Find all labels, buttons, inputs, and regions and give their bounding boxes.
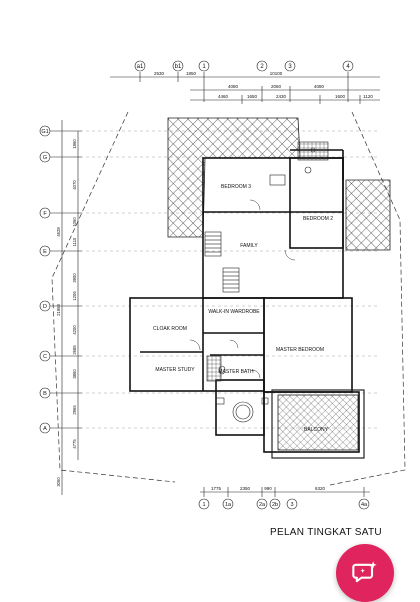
svg-text:F: F [43,211,47,217]
svg-text:1850: 1850 [186,71,197,76]
svg-text:1050: 1050 [72,217,77,227]
grid-top-3: 3 [288,64,292,70]
svg-text:1775: 1775 [211,486,222,491]
grid-top-b1: b1 [175,64,182,70]
balcony-floor [277,394,359,451]
grid-lines [50,130,380,429]
svg-text:21958: 21958 [56,304,61,316]
bottom-dimension-texts: 1775 2350 990 6320 [211,486,326,491]
room-labels: BEDROOM 3 BEDROOM 2 FAMILY WALK-IN WARDR… [153,184,333,433]
grid-bubbles-top: a1 b1 1 2 3 4 [134,60,354,72]
balcony-outline [271,389,365,459]
svg-text:4070: 4070 [72,180,77,190]
chat-sparkle-icon [352,561,377,583]
bath-fixtures-bottom [206,355,269,423]
svg-text:1a: 1a [225,502,232,508]
svg-text:4775: 4775 [72,439,77,449]
left-dimension-texts: 1860 4070 1050 1110 3900 1206 4200 2685 … [56,139,77,487]
svg-text:4a: 4a [361,502,368,508]
svg-text:2060: 2060 [271,84,282,89]
top-dimension-texts: 2530 1850 10100 4080 2060 4080 4460 1650… [154,71,373,99]
bathroom-fixtures-top [269,141,329,186]
room-cloak-room: CLOAK ROOM [153,326,187,332]
svg-text:1110: 1110 [72,237,77,246]
svg-text:4460: 4460 [218,94,229,99]
svg-text:3: 3 [290,502,293,508]
svg-text:E: E [43,249,47,255]
svg-text:2b: 2b [272,502,278,508]
svg-text:2530: 2530 [154,71,165,76]
stairs [204,231,240,293]
room-balcony: BALCONY [304,427,329,433]
svg-text:1860: 1860 [72,139,77,149]
door-swings [189,199,296,379]
svg-text:D: D [43,304,47,310]
svg-text:4080: 4080 [314,84,325,89]
bottom-dimension-lines [200,487,370,497]
site-boundary-right [329,111,406,486]
svg-text:B: B [43,391,47,397]
left-dimension-lines [50,120,82,495]
svg-text:G1: G1 [41,129,48,135]
svg-text:G: G [43,155,47,161]
svg-text:4080: 4080 [228,84,239,89]
room-master-bedroom: MASTER BEDROOM [276,347,324,353]
roof-left [167,117,301,238]
svg-text:1: 1 [202,502,205,508]
grid-top-a1: a1 [137,64,144,70]
svg-text:C: C [43,354,47,360]
svg-text:1650: 1650 [247,94,258,99]
svg-text:10100: 10100 [270,71,283,76]
svg-text:1206: 1206 [72,291,77,301]
grid-bubbles-bottom: 1 1a 2a 2b 3 4a [198,498,370,510]
site-boundary [51,111,176,483]
plan-caption: PELAN TINGKAT SATU [270,527,382,538]
grid-top-1: 1 [202,64,206,70]
grid-top-2: 2 [260,64,264,70]
svg-text:6320: 6320 [315,486,326,491]
svg-text:A: A [43,426,47,432]
svg-text:4628: 4628 [56,227,61,237]
room-bedroom-2: BEDROOM 2 [303,216,333,222]
svg-text:3860: 3860 [72,369,77,379]
svg-text:2350: 2350 [240,486,251,491]
top-dimension-lines [110,72,380,104]
svg-text:3050: 3050 [56,477,61,487]
svg-text:990: 990 [264,486,272,491]
room-master-bath: MASTER BATH [218,369,254,375]
chat-fab-button[interactable] [336,544,394,602]
room-bedroom-3: BEDROOM 3 [221,184,251,190]
room-master-study: MASTER STUDY [155,367,195,373]
svg-text:4200: 4200 [72,325,77,335]
svg-text:3900: 3900 [72,273,77,283]
room-walk-in-wardrobe: WALK-IN WARDROBE [208,309,260,315]
room-family: FAMILY [240,243,258,249]
svg-text:1120: 1120 [363,94,373,99]
svg-text:1600: 1600 [335,94,346,99]
grid-bubbles-left: G1 G F E D C B A [39,125,51,434]
roof-right [345,179,391,251]
svg-text:2965: 2965 [72,405,77,415]
grid-top-4: 4 [346,64,350,70]
svg-text:2430: 2430 [276,94,287,99]
svg-text:2a: 2a [259,502,266,508]
svg-text:2685: 2685 [72,345,77,355]
